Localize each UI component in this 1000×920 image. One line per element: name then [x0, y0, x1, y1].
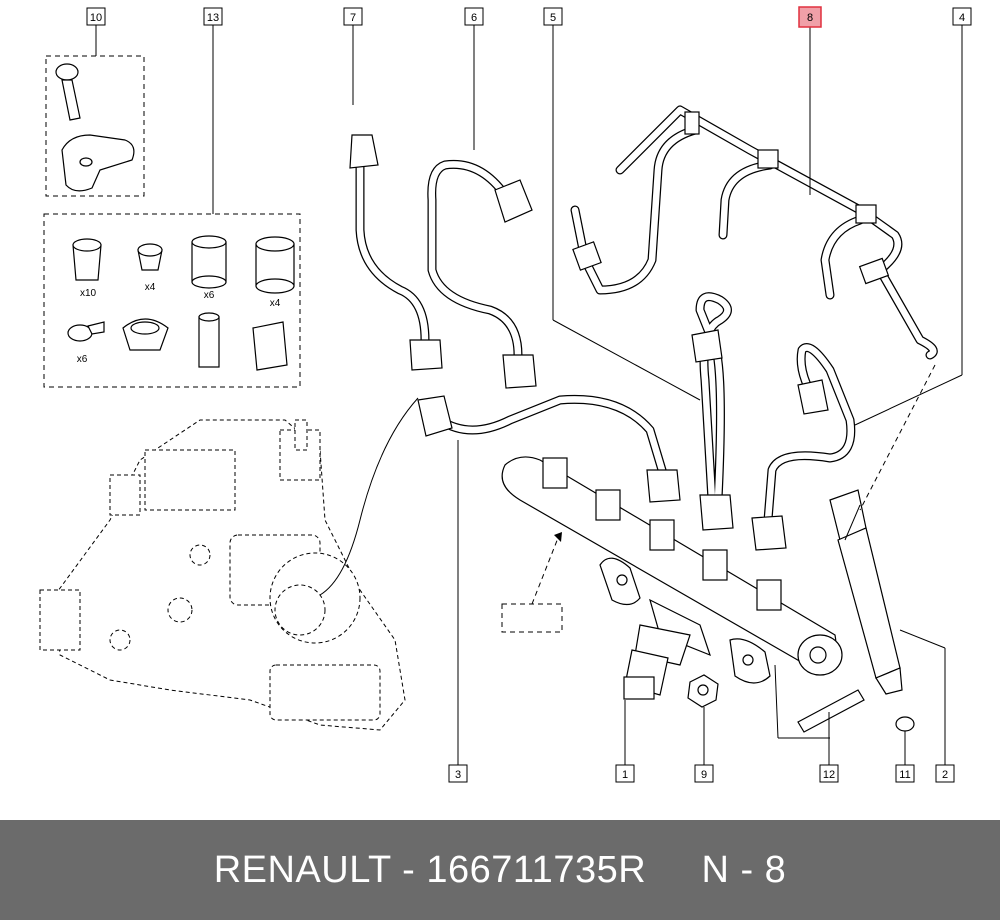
- svg-text:11: 11: [899, 769, 910, 781]
- svg-text:x4: x4: [145, 282, 156, 293]
- footer-bar: RENAULT - 166711735R N - 8: [0, 820, 1000, 920]
- part-number-caption: RENAULT - 166711735R N - 8: [213, 848, 787, 891]
- svg-text:x6: x6: [77, 354, 88, 365]
- callout-12[interactable]: 12: [819, 764, 839, 783]
- callout-5[interactable]: 5: [543, 7, 563, 26]
- callout-1[interactable]: 1: [615, 764, 635, 783]
- injector-2: [829, 364, 946, 765]
- svg-text:3: 3: [455, 769, 461, 781]
- svg-text:6: 6: [471, 12, 477, 24]
- svg-text:x6: x6: [204, 290, 215, 301]
- svg-text:1: 1: [622, 769, 628, 781]
- svg-text:8: 8: [807, 12, 813, 24]
- callout-11[interactable]: 11: [895, 764, 915, 783]
- pipe-7: [349, 25, 443, 371]
- svg-text:5: 5: [550, 12, 556, 24]
- callout-2[interactable]: 2: [935, 764, 955, 783]
- svg-text:13: 13: [207, 12, 219, 24]
- seal-kit-group: x10 x4 x6 x4 x6: [43, 25, 301, 388]
- fuel-rail-exploded-diagram: 10 x10 x4 x6 x4 x6 13: [39, 6, 972, 783]
- clamp-bolt-group: [45, 25, 145, 197]
- fuel-rail: [501, 456, 843, 739]
- svg-text:7: 7: [350, 12, 356, 24]
- callout-9[interactable]: 9: [694, 764, 714, 783]
- svg-text:12: 12: [823, 769, 835, 781]
- callout-10[interactable]: 10: [86, 7, 106, 26]
- pipe-4: [751, 25, 963, 551]
- pipe-5: [552, 25, 734, 531]
- leak-off-return-line-8: [570, 25, 938, 360]
- svg-text:2: 2: [942, 769, 948, 781]
- svg-text:4: 4: [959, 12, 965, 24]
- stud-12: [797, 689, 865, 765]
- high-pressure-pump: [39, 419, 406, 731]
- callout-6[interactable]: 6: [464, 7, 484, 26]
- svg-text:10: 10: [90, 12, 102, 24]
- callout-4[interactable]: 4: [952, 7, 972, 26]
- pipe-6: [427, 25, 537, 389]
- svg-text:x4: x4: [270, 298, 281, 309]
- washer-11: [895, 716, 915, 765]
- svg-text:9: 9: [701, 769, 707, 781]
- callout-7[interactable]: 7: [343, 7, 363, 26]
- nut-9: [687, 674, 719, 765]
- pressure-sensor-1: [623, 624, 691, 765]
- svg-text:x10: x10: [80, 288, 97, 299]
- callout-13[interactable]: 13: [203, 7, 223, 26]
- pipe-3: [417, 394, 681, 765]
- callout-8[interactable]: 8: [798, 6, 822, 28]
- callout-3[interactable]: 3: [448, 764, 468, 783]
